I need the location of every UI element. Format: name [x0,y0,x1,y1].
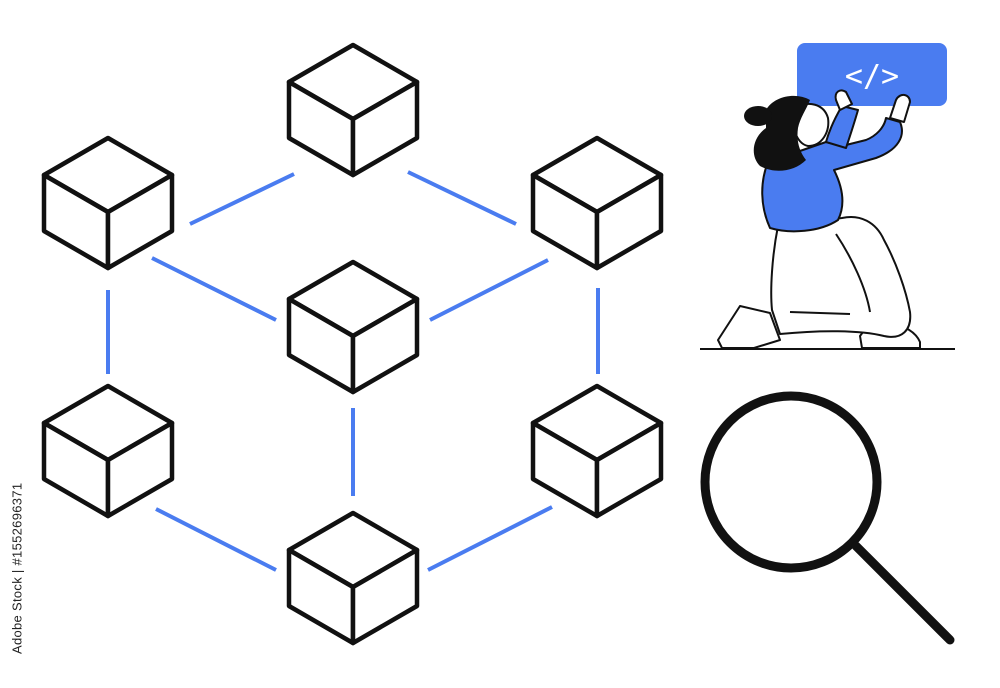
connector-top-right [407,170,517,226]
magnifying-glass-icon [700,391,955,645]
code-tag-icon: </> [797,43,947,106]
code-tag-label: </> [845,59,899,94]
connector-top-left [189,172,295,226]
connector-bottom-left [155,507,277,572]
cube-icon [44,138,172,268]
cube-icon [533,386,661,516]
cube-network [44,45,661,643]
connector-left-center [151,256,277,322]
network-connectors [106,170,600,572]
cube-icon [289,45,417,175]
connector-bottom-right [427,505,553,572]
stock-watermark-id: Adobe Stock | #1552696371 [9,482,25,654]
person-kneeling: </> [700,43,955,350]
cube-icon [289,262,417,392]
cube-icon [44,386,172,516]
cube-icon [533,138,661,268]
cube-icon [289,513,417,643]
connector-right-center [429,258,549,322]
